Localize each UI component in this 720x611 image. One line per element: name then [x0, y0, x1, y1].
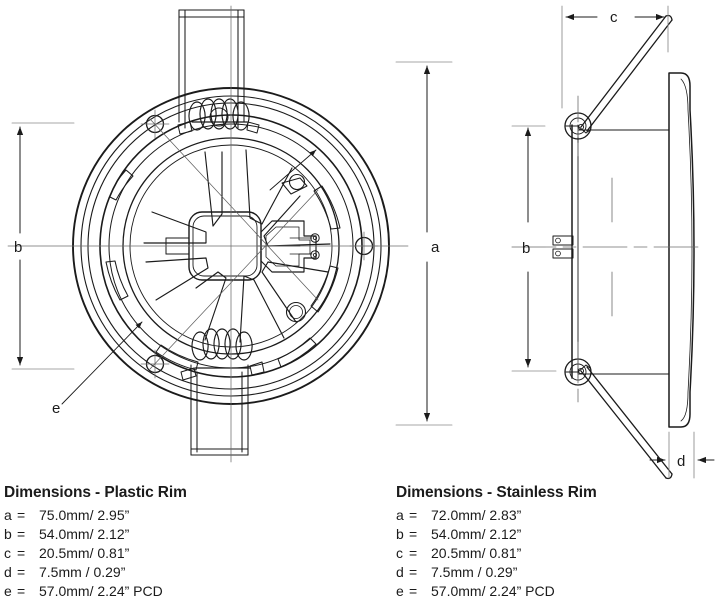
- stainless-rim-table-title: Dimensions - Stainless Rim: [396, 484, 597, 501]
- terminal-block: [257, 173, 320, 323]
- dimension-key: a: [396, 507, 404, 523]
- dimension-row: d = 7.5mm / 0.29”: [4, 563, 187, 582]
- domed-rim-profile: [668, 72, 695, 428]
- leader-line-e-secondary: [269, 149, 317, 191]
- front-view-group: [7, 5, 409, 463]
- terminal-pins: [552, 235, 574, 259]
- dimension-value: 75.0mm/ 2.95”: [39, 507, 130, 523]
- dimension-row: b = 54.0mm/ 2.12”: [4, 525, 187, 544]
- upper-pivot-clip: [564, 14, 673, 140]
- dimension-equals: =: [409, 526, 418, 542]
- dimension-value: 54.0mm/ 2.12”: [431, 526, 522, 542]
- bottom-spring-coil: [180, 328, 265, 381]
- dimension-key: e: [396, 583, 404, 599]
- dimension-row: c = 20.5mm/ 0.81”: [396, 544, 597, 563]
- dimension-label-b-side: b: [522, 240, 530, 257]
- plastic-rim-dimension-table: Dimensions - Plastic Rim a = 75.0mm/ 2.9…: [4, 484, 187, 601]
- dimension-value: 20.5mm/ 0.81”: [431, 545, 522, 561]
- dimension-key: c: [4, 545, 11, 561]
- leader-line-e: [61, 321, 143, 405]
- stainless-rim-dimension-table: Dimensions - Stainless Rim a = 72.0mm/ 2…: [396, 484, 597, 601]
- dimension-equals: =: [17, 526, 26, 542]
- dimension-key: b: [4, 526, 12, 542]
- dimension-key: d: [396, 564, 404, 580]
- pcd-construction-lines: [149, 118, 319, 370]
- dimension-value: 57.0mm/ 2.24” PCD: [431, 583, 555, 599]
- dimension-equals: =: [409, 564, 418, 580]
- bottom-spring-clip: [190, 364, 249, 456]
- bolt-hole-group: [140, 109, 379, 379]
- dimension-key: b: [396, 526, 404, 542]
- body-barrel: [571, 124, 579, 379]
- dimension-key: c: [396, 545, 403, 561]
- dimension-row: a = 75.0mm/ 2.95”: [4, 506, 187, 525]
- dimension-equals: =: [17, 545, 26, 561]
- dimension-equals: =: [17, 583, 26, 599]
- dimension-value: 7.5mm / 0.29”: [431, 564, 518, 580]
- rim-flange: [577, 129, 670, 375]
- dimension-row: b = 54.0mm/ 2.12”: [396, 525, 597, 544]
- dimension-label-b-front: b: [14, 239, 22, 256]
- dimension-d-extensions: [668, 431, 695, 479]
- dimension-equals: =: [409, 545, 418, 561]
- dimension-key: a: [4, 507, 12, 523]
- dimension-value: 20.5mm/ 0.81”: [39, 545, 130, 561]
- dimension-label-d-side: d: [677, 453, 685, 470]
- dimension-row: a = 72.0mm/ 2.83”: [396, 506, 597, 525]
- dimension-value: 72.0mm/ 2.83”: [431, 507, 522, 523]
- dimension-label-a-front: a: [431, 239, 440, 256]
- dimension-row: d = 7.5mm / 0.29”: [396, 563, 597, 582]
- dimension-equals: =: [17, 507, 26, 523]
- dimension-b-side: [511, 125, 557, 372]
- dimension-row: c = 20.5mm/ 0.81”: [4, 544, 187, 563]
- dimension-equals: =: [17, 564, 26, 580]
- dimension-label-c-side: c: [610, 9, 618, 26]
- plastic-rim-table-title: Dimensions - Plastic Rim: [4, 484, 187, 501]
- dimension-key: d: [4, 564, 12, 580]
- dimension-label-e-front: e: [52, 400, 60, 417]
- lower-pivot-clip: [564, 358, 673, 480]
- dimension-value: 7.5mm / 0.29”: [39, 564, 126, 580]
- dimension-c-extensions: [561, 5, 669, 109]
- side-centre-axis: [511, 95, 701, 403]
- dimension-value: 54.0mm/ 2.12”: [39, 526, 130, 542]
- dimension-row: e = 57.0mm/ 2.24” PCD: [4, 582, 187, 601]
- centre-axis-group: [7, 5, 409, 463]
- dimension-key: e: [4, 583, 12, 599]
- side-view-group: [511, 5, 715, 480]
- dimension-row: e = 57.0mm/ 2.24” PCD: [396, 582, 597, 601]
- top-spring-coil: [177, 98, 260, 135]
- dimension-tables: Dimensions - Plastic Rim a = 75.0mm/ 2.9…: [0, 484, 720, 611]
- dimension-value: 57.0mm/ 2.24” PCD: [39, 583, 163, 599]
- dimension-b-front: [11, 122, 75, 370]
- dimension-a: [395, 61, 453, 426]
- rim-slot-group: [105, 169, 341, 371]
- dimension-equals: =: [409, 583, 418, 599]
- dimension-equals: =: [409, 507, 418, 523]
